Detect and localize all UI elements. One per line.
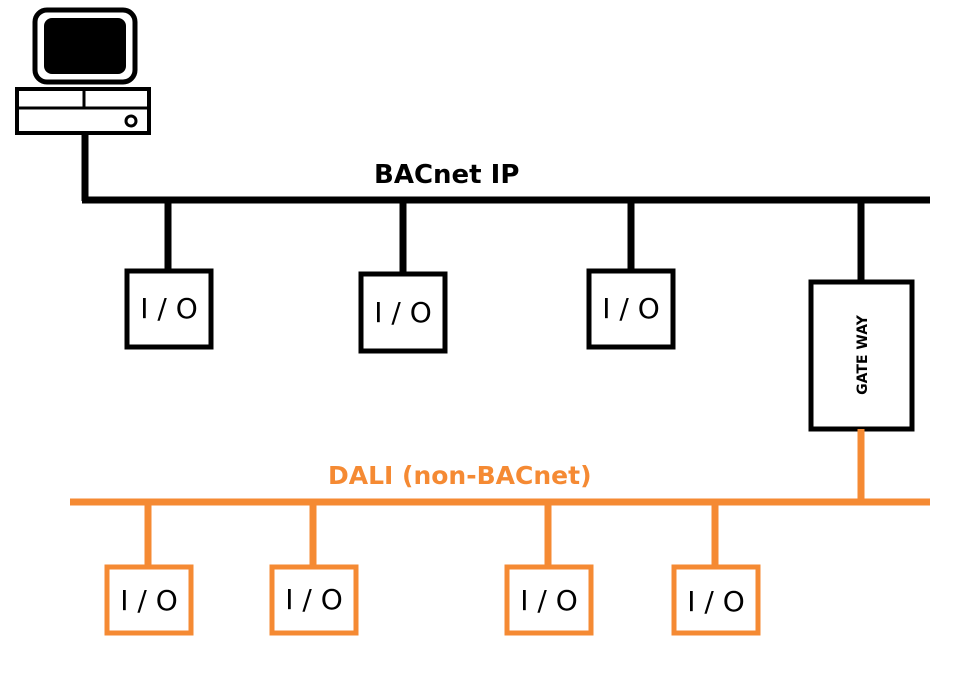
gateway-label: GATE WAY <box>855 314 871 395</box>
bacnet-bus <box>81 133 930 282</box>
bacnet-io-device: I / O <box>358 271 448 354</box>
dali-bus-label: DALI (non-BACnet) <box>328 461 592 490</box>
dali-bus <box>70 429 930 567</box>
io-label: I / O <box>374 296 432 329</box>
dali-io-device: I / O <box>671 564 761 636</box>
dali-io-device: I / O <box>504 564 594 636</box>
gateway-device: GATE WAY <box>808 279 915 432</box>
desktop-computer-icon <box>15 7 151 135</box>
io-label: I / O <box>140 292 198 325</box>
dali-io-device: I / O <box>269 564 359 636</box>
io-label: I / O <box>602 292 660 325</box>
io-label: I / O <box>120 584 178 617</box>
io-label: I / O <box>285 583 343 616</box>
bacnet-io-device: I / O <box>124 268 214 350</box>
io-label: I / O <box>520 584 578 617</box>
bacnet-io-device: I / O <box>586 268 676 350</box>
dali-io-device: I / O <box>104 564 194 636</box>
io-label: I / O <box>687 585 745 618</box>
bacnet-bus-label: BACnet IP <box>374 160 519 190</box>
